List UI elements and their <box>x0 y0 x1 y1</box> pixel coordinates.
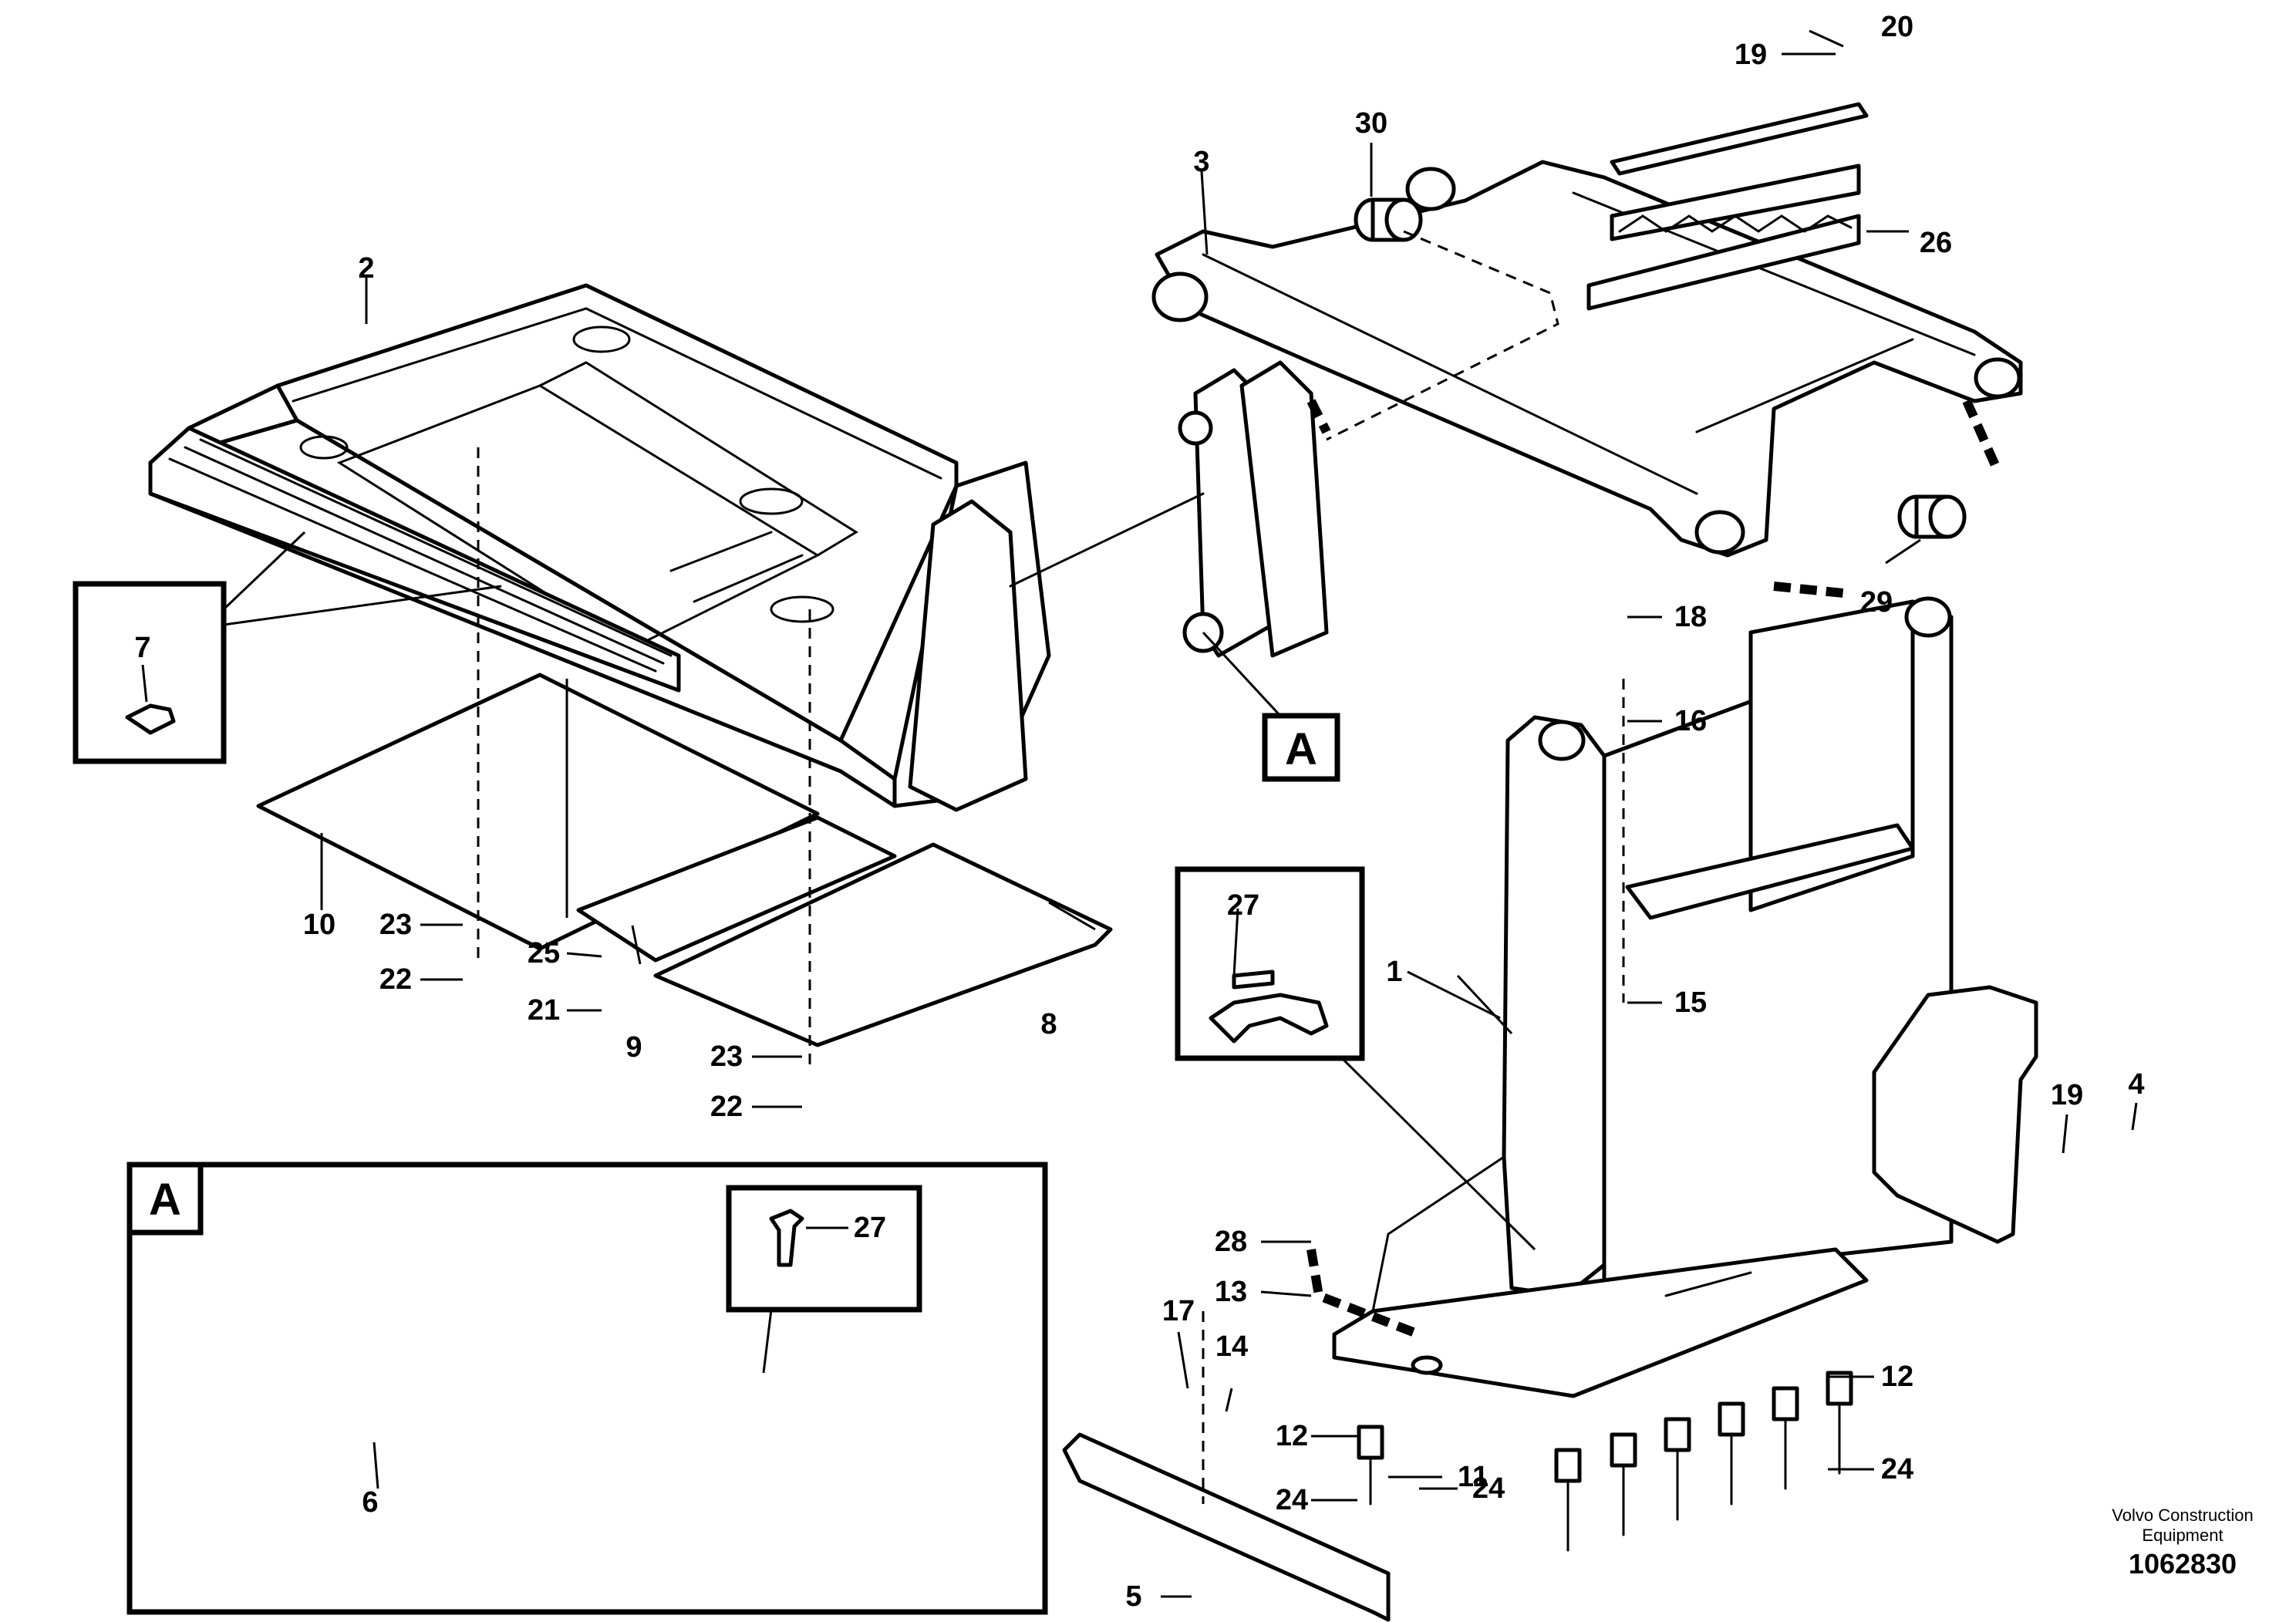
rear-upright-frame-part <box>1332 596 1954 1552</box>
callout-21: 21 <box>528 994 560 1027</box>
assembly-lines <box>477 230 2002 1504</box>
detail-marker-a-box <box>1262 713 1340 782</box>
callout-23-left: 23 <box>379 909 412 941</box>
callout-8: 8 <box>1040 1008 1057 1040</box>
callout-22-right: 22 <box>710 1091 743 1123</box>
callout-12-right: 12 <box>1881 1361 1913 1393</box>
callout-23-right: 23 <box>710 1040 743 1073</box>
document-number: 1062830 <box>2129 1548 2237 1580</box>
callout-30: 30 <box>1355 107 1387 140</box>
callout-1: 1 <box>1386 956 1402 988</box>
callout-22-left: 22 <box>379 963 412 996</box>
side-cover-part <box>1872 985 2038 1244</box>
callout-13: 13 <box>1215 1276 1247 1308</box>
bolt-icon <box>125 703 176 735</box>
callout-20: 20 <box>1881 11 1913 43</box>
callout-12-left: 12 <box>1276 1420 1308 1452</box>
main-frame-part <box>148 283 1051 808</box>
rack-bars-part <box>1586 102 1869 311</box>
callout-19-top: 19 <box>1735 39 1767 71</box>
screw-icon <box>769 1209 804 1267</box>
callout-2: 2 <box>358 252 374 285</box>
callout-26: 26 <box>1920 227 1952 259</box>
callout-16: 16 <box>1674 705 1707 737</box>
callout-7: 7 <box>134 632 150 664</box>
floor-plates-part <box>256 673 1113 1047</box>
brand-line-1: Volvo Construction <box>2112 1506 2253 1525</box>
clamp-icon <box>1209 969 1329 1044</box>
callout-24-mid: 24 <box>1472 1472 1505 1505</box>
callout-24-right: 24 <box>1881 1453 1913 1485</box>
callout-28: 28 <box>1215 1226 1247 1258</box>
callout-9: 9 <box>625 1031 642 1064</box>
detail-box-a-tag <box>126 1162 204 1236</box>
callout-5: 5 <box>1125 1580 1141 1613</box>
callout-25: 25 <box>528 937 560 969</box>
callout-17: 17 <box>1162 1295 1195 1327</box>
detail-box-a-label: A <box>149 1175 181 1225</box>
inset-box-part-27 <box>1175 866 1365 1061</box>
callout-leaders <box>141 29 2138 1598</box>
callout-10: 10 <box>303 909 335 941</box>
detail-marker-a: A <box>1285 724 1317 774</box>
callout-14: 14 <box>1215 1330 1248 1363</box>
callout-27-inset: 27 <box>1227 889 1259 922</box>
callout-19-right: 19 <box>2051 1079 2083 1111</box>
bushing-part <box>1354 197 1967 539</box>
callout-4: 4 <box>2128 1068 2144 1101</box>
callout-18: 18 <box>1674 601 1707 633</box>
brand-line-2: Equipment <box>2142 1526 2223 1545</box>
callout-6: 6 <box>362 1486 378 1519</box>
front-frame-uprights <box>908 360 1329 812</box>
lift-arm-part <box>1151 160 2023 558</box>
callout-11: 11 <box>1458 1461 1489 1493</box>
callout-15: 15 <box>1674 986 1707 1019</box>
callout-24-left: 24 <box>1276 1484 1308 1516</box>
callout-27-detail: 27 <box>854 1212 886 1244</box>
guard-part <box>1062 1432 1391 1622</box>
callout-3: 3 <box>1193 146 1209 178</box>
inset-box-part-7 <box>72 581 227 764</box>
inset-box-part-27-detail <box>726 1185 922 1313</box>
callout-29: 29 <box>1860 586 1893 619</box>
